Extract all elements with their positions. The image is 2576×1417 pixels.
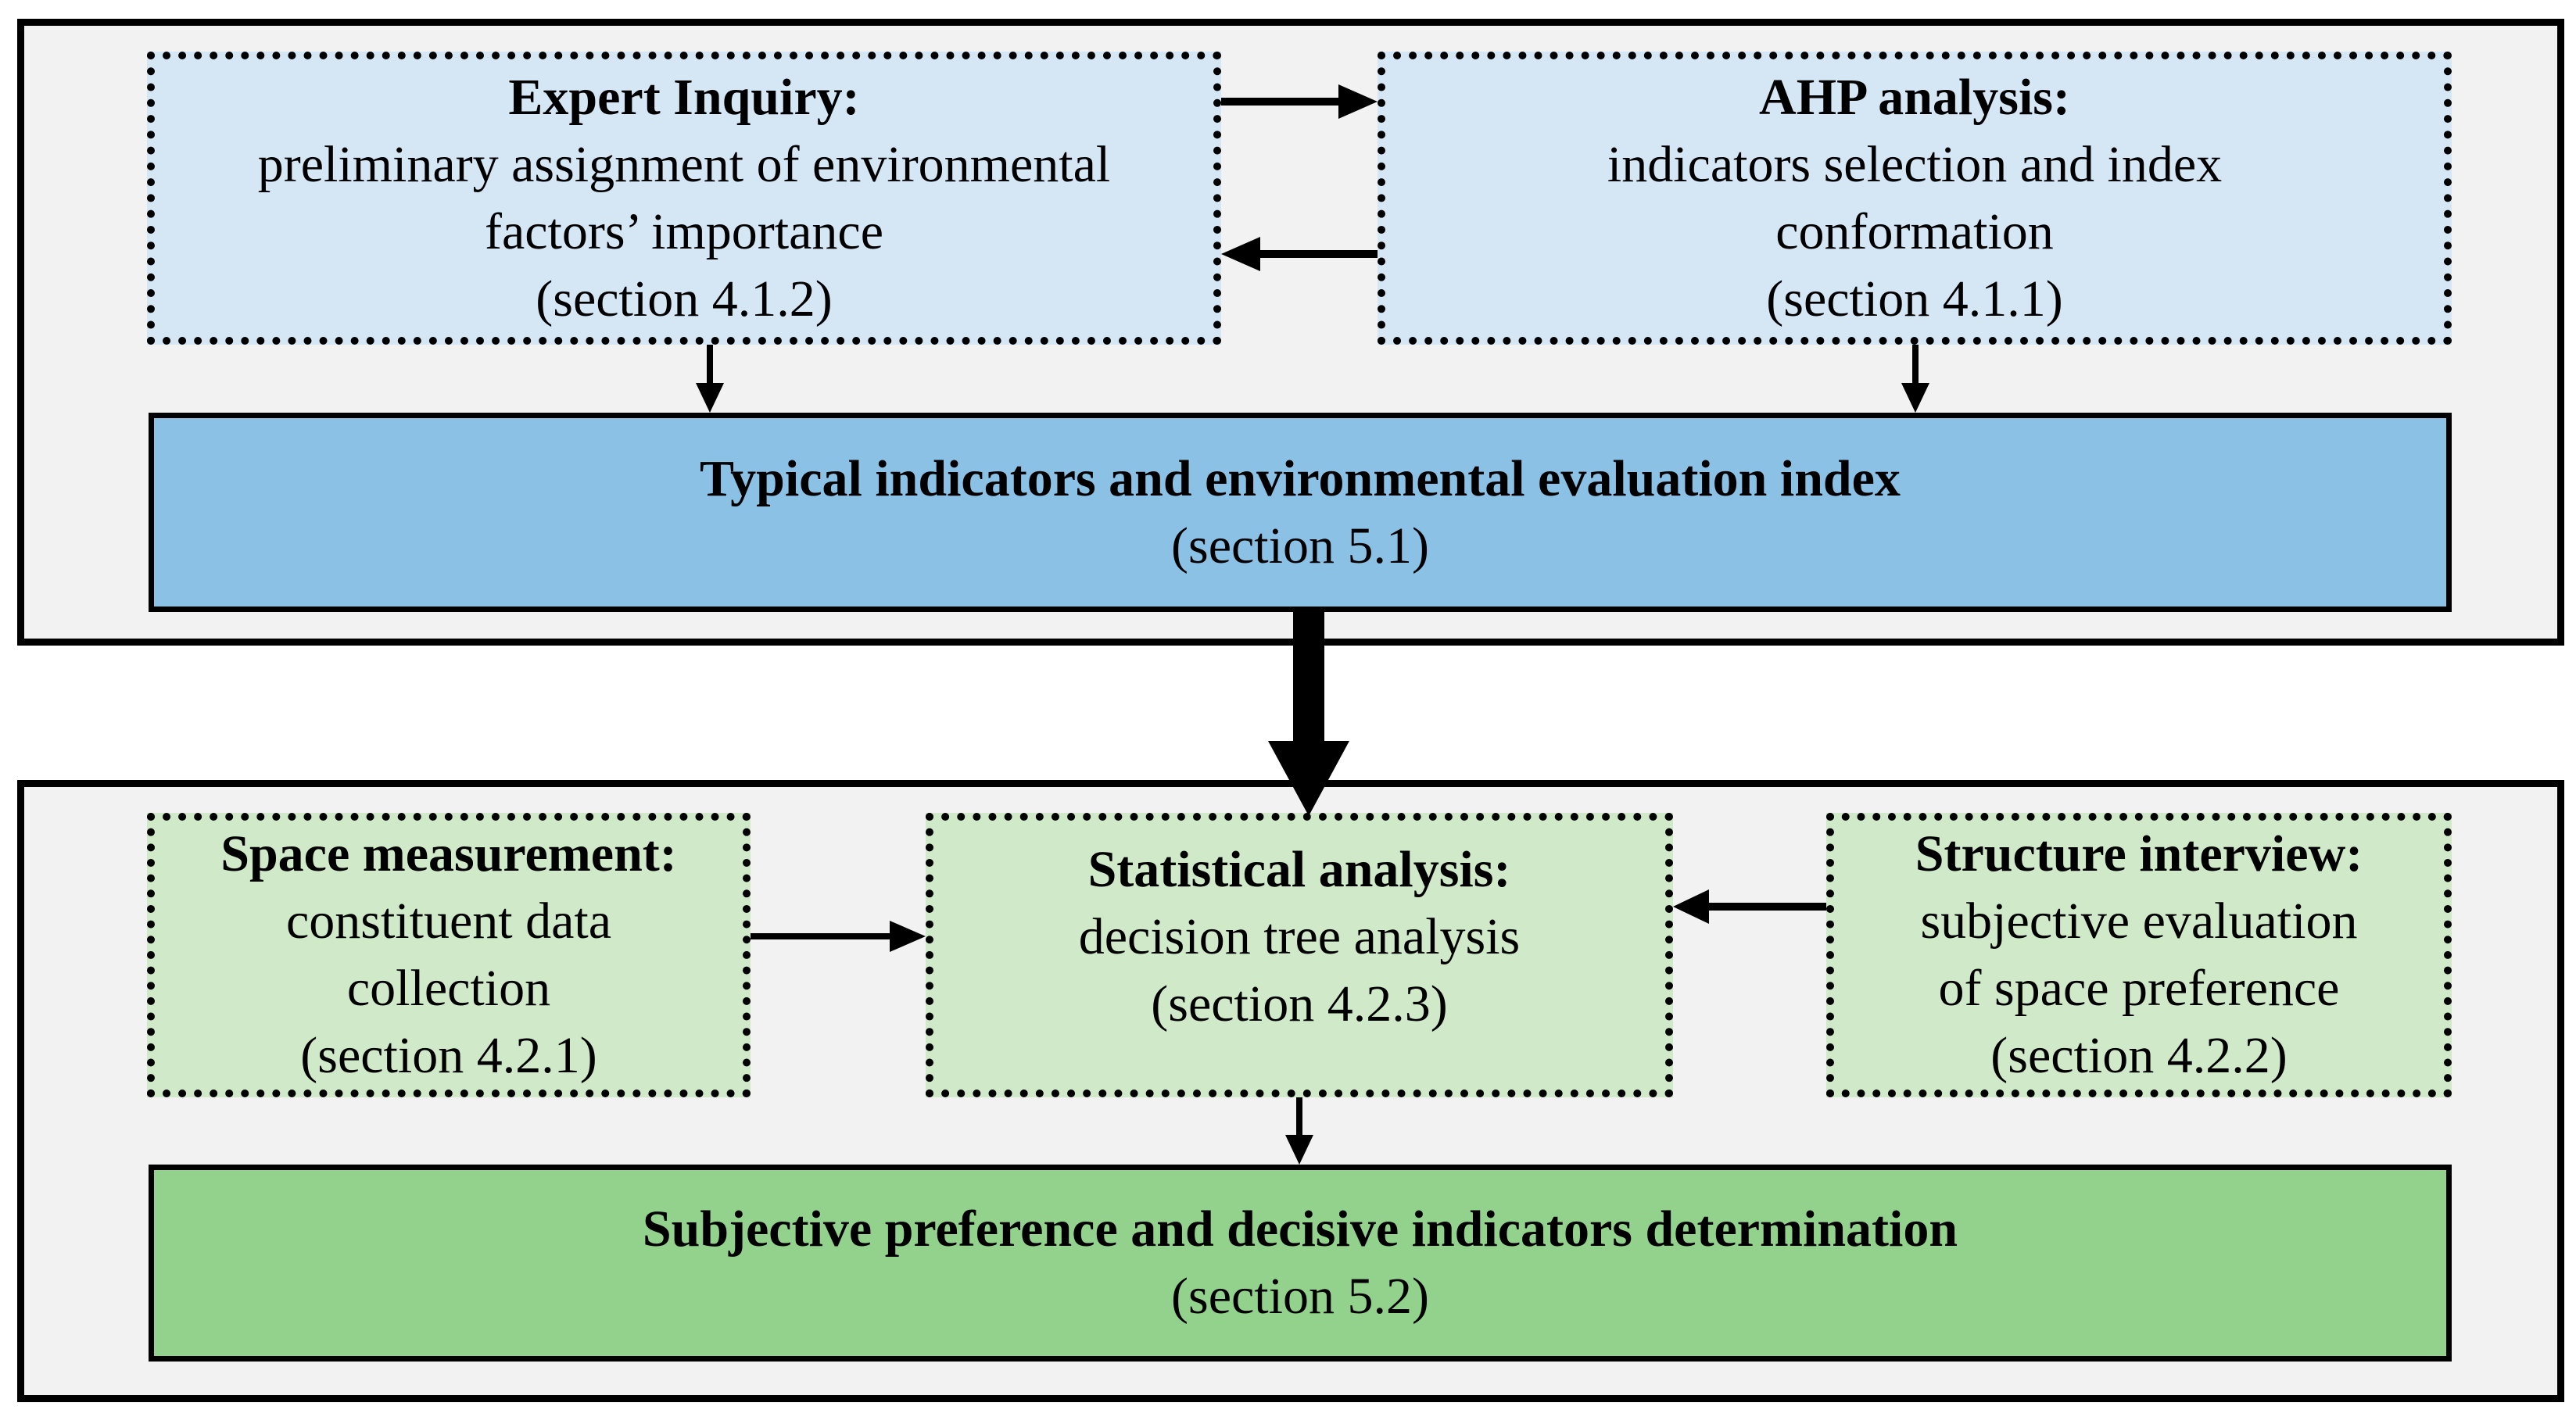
statistical-analysis-line1: decision tree analysis xyxy=(1078,908,1521,965)
arrow-statistical-to-subjective xyxy=(1285,1097,1313,1165)
typical-indicators-title: Typical indicators and environmental eva… xyxy=(700,449,1901,507)
structure-interview-title: Structure interview: xyxy=(1915,825,2363,882)
typical-indicators-box: Typical indicators and environmental eva… xyxy=(149,413,2452,612)
space-measurement-section: (section 4.2.1) xyxy=(300,1027,597,1084)
statistical-analysis-title: Statistical analysis: xyxy=(1087,841,1511,898)
space-measurement-box: Space measurement: constituent data coll… xyxy=(147,813,751,1097)
arrow-ahp-to-expert xyxy=(1221,237,1378,271)
arrow-ahp-to-typical xyxy=(1901,345,1929,413)
expert-inquiry-box: Expert Inquiry: preliminary assignment o… xyxy=(147,52,1221,345)
ahp-analysis-box: AHP analysis: indicators selection and i… xyxy=(1378,52,2452,345)
arrow-expert-to-typical xyxy=(696,345,724,413)
space-measurement-title: Space measurement: xyxy=(220,825,677,882)
structure-interview-line1: subjective evaluation xyxy=(1920,893,2358,950)
space-measurement-line2: collection xyxy=(346,960,551,1017)
ahp-analysis-title: AHP analysis: xyxy=(1759,68,2070,126)
structure-interview-line2: of space preference xyxy=(1938,960,2340,1017)
ahp-analysis-line2: conformation xyxy=(1775,202,2054,260)
arrow-structure-to-statistical xyxy=(1673,889,1826,924)
subjective-preference-box: Subjective preference and decisive indic… xyxy=(149,1165,2452,1362)
ahp-analysis-section: (section 4.1.1) xyxy=(1766,270,2063,327)
subjective-preference-title: Subjective preference and decisive indic… xyxy=(642,1201,1958,1258)
structure-interview-box: Structure interview: subjective evaluati… xyxy=(1826,813,2452,1097)
typical-indicators-section: (section 5.1) xyxy=(1171,517,1429,574)
space-measurement-line1: constituent data xyxy=(285,893,612,950)
subjective-preference-section: (section 5.2) xyxy=(1171,1268,1429,1325)
expert-inquiry-line2: factors’ importance xyxy=(484,202,884,260)
expert-inquiry-section: (section 4.1.2) xyxy=(536,270,833,327)
arrow-typical-to-statistical xyxy=(1268,612,1349,816)
ahp-analysis-line1: indicators selection and index xyxy=(1607,135,2223,193)
arrow-expert-to-ahp xyxy=(1221,84,1378,119)
expert-inquiry-line1: preliminary assignment of environmental xyxy=(257,135,1111,193)
statistical-analysis-box: Statistical analysis: decision tree anal… xyxy=(926,813,1673,1097)
arrow-space-to-statistical xyxy=(751,921,926,952)
structure-interview-section: (section 4.2.2) xyxy=(1990,1027,2288,1084)
statistical-analysis-section: (section 4.2.3) xyxy=(1151,975,1448,1032)
expert-inquiry-title: Expert Inquiry: xyxy=(508,68,860,126)
